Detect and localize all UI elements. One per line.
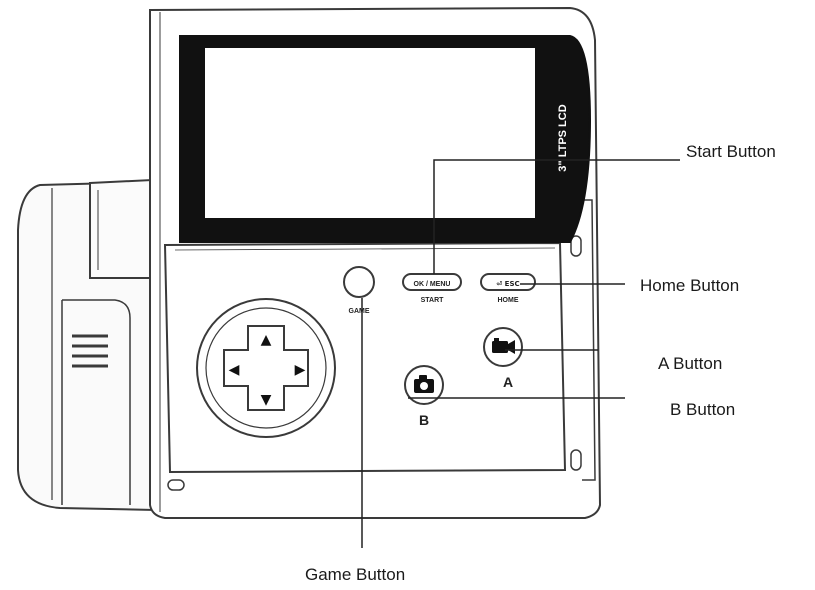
game-button-label: GAME: [349, 308, 370, 315]
home-button[interactable]: ⏎ ESC HOME: [480, 273, 536, 304]
lcd-label: 3" LTPS LCD: [557, 104, 569, 171]
b-button-callout: B Button: [670, 400, 736, 419]
b-button[interactable]: B: [404, 365, 444, 428]
dpad-up-icon[interactable]: ▲: [261, 332, 272, 348]
start-callout-line: [433, 159, 680, 274]
start-button-top-label: OK / MENU: [414, 281, 451, 288]
screen-hinge: [89, 178, 153, 279]
a-button-callout: A Button: [658, 354, 723, 373]
dpad[interactable]: ▲ ▼ ◀ ▶: [196, 298, 336, 438]
b-button-label: B: [419, 412, 429, 428]
home-button-label: HOME: [498, 297, 519, 304]
dpad-right-icon[interactable]: ▶: [295, 362, 306, 378]
lcd-screen: 3" LTPS LCD: [179, 35, 592, 243]
start-button-callout: Start Button: [686, 142, 776, 161]
camera-icon: [414, 375, 434, 393]
dpad-down-icon[interactable]: ▼: [261, 392, 272, 408]
start-button[interactable]: OK / MENU START: [402, 273, 462, 304]
a-button-label: A: [503, 374, 513, 390]
dpad-left-icon[interactable]: ◀: [229, 362, 240, 378]
home-button-top-label: ⏎ ESC: [495, 280, 519, 288]
start-button-label: START: [421, 297, 445, 304]
a-button[interactable]: A: [483, 327, 523, 390]
game-button[interactable]: GAME: [343, 266, 375, 315]
home-button-callout: Home Button: [640, 276, 740, 295]
game-button-callout: Game Button: [305, 565, 406, 584]
callout-lines: [361, 159, 680, 548]
